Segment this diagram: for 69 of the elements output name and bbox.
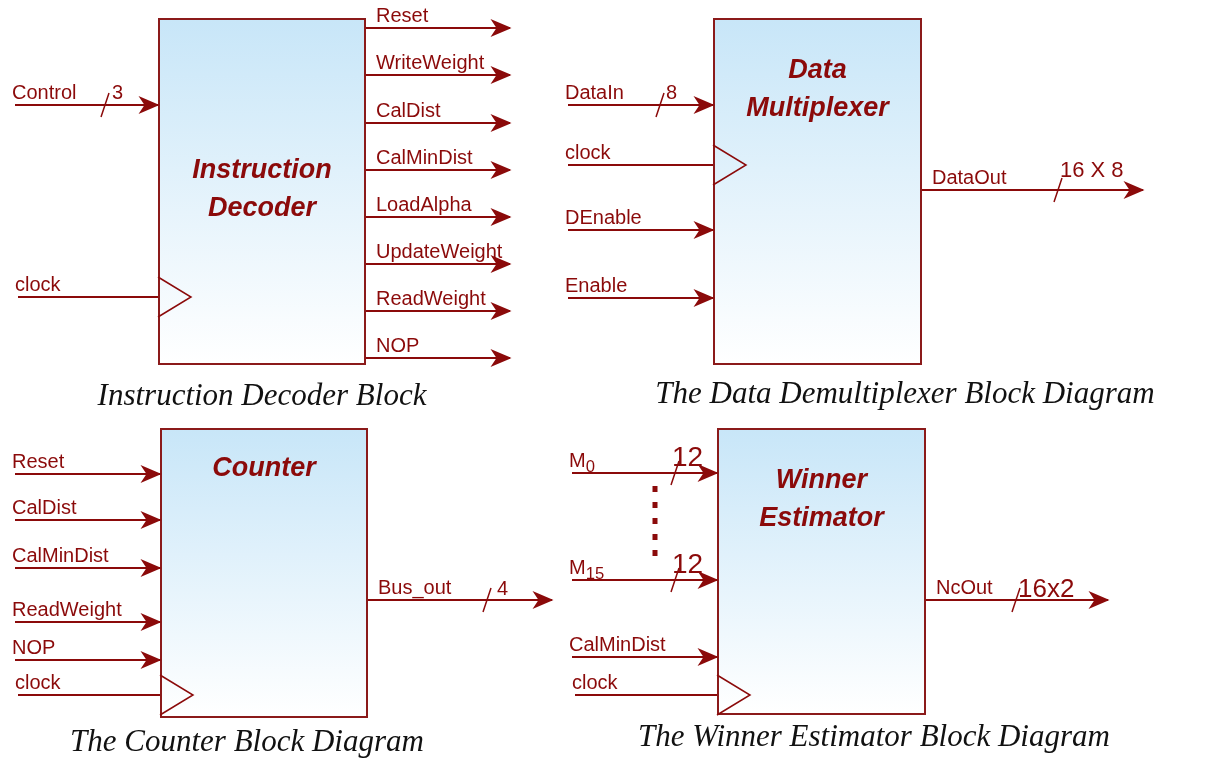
signal-arrow [921,181,1145,199]
signal-label: ReadWeight [12,597,122,621]
signal-label: WriteWeight [376,50,485,74]
signal-line [17,296,159,298]
signal-label: DEnable [565,205,642,229]
block-title: Counter [211,451,318,484]
signal-label: Control [12,80,77,104]
signal-arrow [571,464,719,482]
block-label: The Data Demultiplexer Block Diagram [655,375,1155,411]
signal-label: Enable [565,273,628,297]
bus-width-label: 4 [497,576,509,600]
signal-label: clock [565,140,611,164]
signal-arrow [14,511,162,529]
signal-arrow [365,66,512,84]
signal-label: NOP [376,333,420,357]
signal-line [574,694,718,696]
signal-arrow [365,19,512,37]
block-label: The Winner Estimator Block Diagram [638,718,1110,754]
signal-arrow [925,591,1110,609]
signal-arrow [567,96,715,114]
signal-label: CalMinDist [569,632,666,656]
signal-line [17,694,161,696]
block-title: Winner Estimator [758,463,886,534]
signal-label: Reset [12,449,65,473]
signal-arrow [14,651,162,669]
signal-arrow [14,613,162,631]
signal-label: NOP [12,635,56,659]
bus-width-label: 3 [112,80,124,104]
signal-arrow [365,114,512,132]
signal-arrow [567,289,715,307]
signal-arrow [571,648,719,666]
signal-arrow [567,221,715,239]
signal-arrow [14,96,160,114]
bus-width-label: 8 [666,80,678,104]
signal-arrow [365,161,512,179]
signal-label: UpdateWeight [376,239,503,263]
block-title: Data Multiplexer [745,53,891,124]
bus-width-label: 16x2 [1018,573,1075,603]
signal-label: clock [15,272,61,296]
signal-label: DataIn [565,80,624,104]
signal-arrow [14,559,162,577]
signal-line [567,164,714,166]
block-title: Instruction Decoder [191,153,333,224]
signal-label: CalMinDist [376,145,473,169]
bus-width-label: 12 [672,441,704,473]
signal-label: LoadAlpha [376,192,472,216]
block-label: Instruction Decoder Block [97,377,427,413]
signal-label: clock [15,670,61,694]
signal-label: M$_{0}$ [569,448,595,478]
signal-arrow [367,591,554,609]
signal-label: Reset [376,3,429,27]
signal-label: ReadWeight [376,286,486,310]
block-label: The Counter Block Diagram [70,723,424,758]
signal-label: Bus_out [378,575,452,599]
signal-arrow [365,302,512,320]
signal-arrow [571,571,719,589]
bus-width-label: 12 [672,548,704,580]
signal-label: NcOut [936,575,993,599]
signal-label: DataOut [932,165,1007,189]
signal-label: CalDist [12,495,77,519]
signal-arrow [365,208,512,226]
signal-label: CalDist [376,98,441,122]
signal-arrow [14,465,162,483]
signal-arrow [365,255,512,273]
signal-arrow [365,349,512,367]
bus-width-label: 16 X 8 [1060,157,1124,183]
signal-label: M$_{15}$ [569,555,605,585]
signal-label: clock [572,670,618,694]
signal-label: CalMinDist [12,543,109,567]
